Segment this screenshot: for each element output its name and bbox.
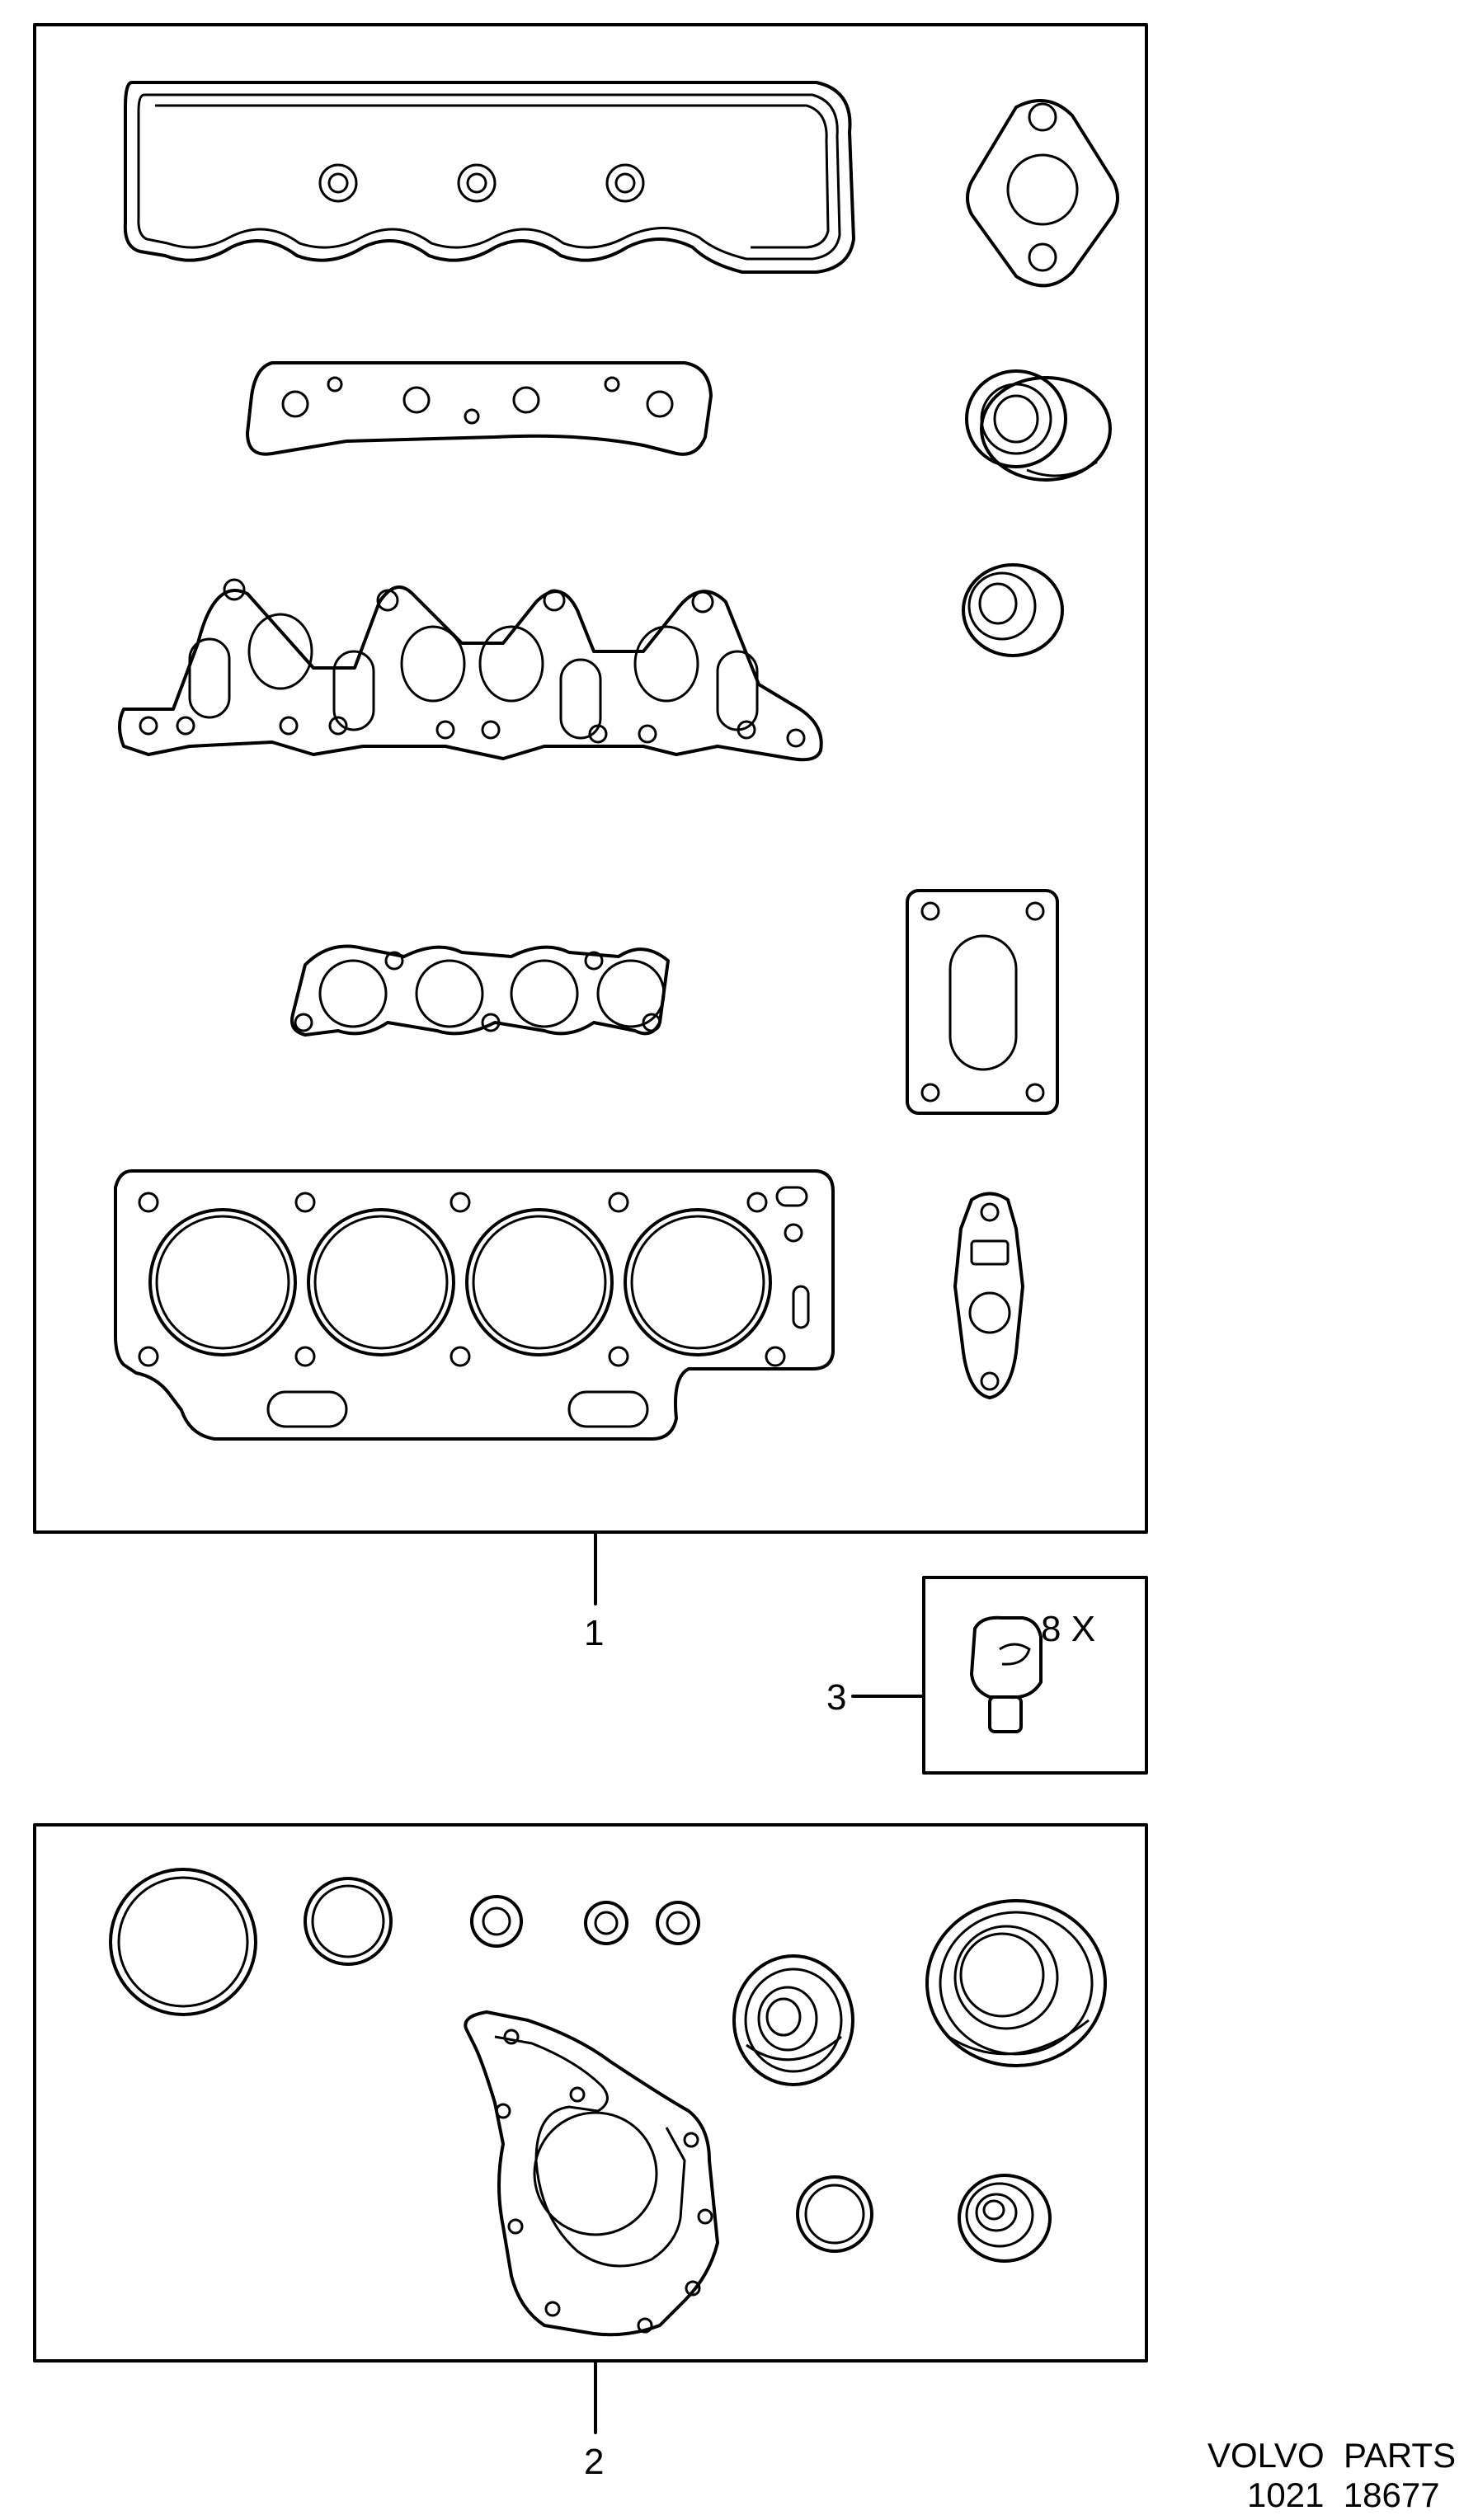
exhaust-manifold-gasket — [118, 578, 823, 762]
o-ring-small-1 — [470, 1895, 523, 1948]
flange-gasket-small — [966, 99, 1119, 288]
rubber-seal-large — [965, 369, 1112, 482]
oil-pump-gasket — [953, 1192, 1024, 1399]
item-3-quantity: 8 X — [1041, 1609, 1095, 1649]
kit-1-callout: 1 — [584, 1613, 604, 1653]
item-3-callout: 3 — [826, 1677, 846, 1718]
crankshaft-seal-large — [925, 1899, 1107, 2067]
o-ring-lower — [796, 2175, 873, 2253]
valve-seal-small — [958, 2174, 1052, 2263]
kit-2-callout: 2 — [584, 2442, 604, 2482]
o-ring-small-3 — [656, 1901, 700, 1945]
manifold-gasket-short — [246, 361, 713, 456]
footer-code: 1021 18677 — [1247, 2475, 1440, 2514]
footer-brand: VOLVO PARTS — [1207, 2436, 1456, 2475]
rubber-seal-medium — [962, 563, 1064, 657]
plug-part-icon — [970, 1615, 1043, 1733]
intake-port-gasket — [290, 944, 670, 1037]
carburetor-flange-gasket — [906, 889, 1059, 1115]
kit-1-frame — [33, 23, 1148, 1534]
crankshaft-seal-medium — [732, 1954, 854, 2086]
o-ring-small-2 — [584, 1901, 628, 1945]
water-pump-gasket — [464, 2010, 719, 2337]
valve-cover-gasket — [123, 81, 855, 274]
kit-2-frame — [33, 1823, 1148, 2362]
cylinder-head-gasket — [114, 1169, 835, 1441]
item-3-frame — [922, 1576, 1148, 1775]
o-ring-medium — [304, 1877, 393, 1966]
o-ring-large — [109, 1868, 257, 2016]
